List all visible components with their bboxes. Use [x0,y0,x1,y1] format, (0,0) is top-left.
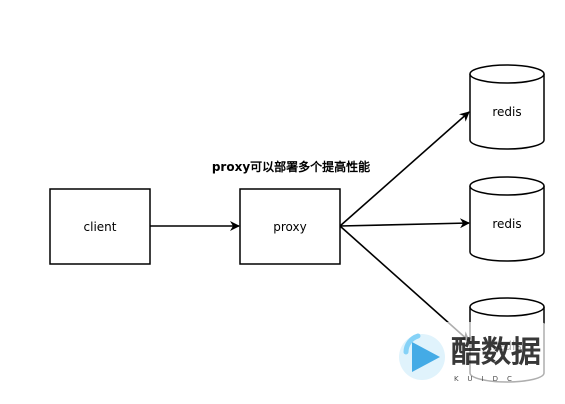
watermark-text: 酷数据 [451,335,541,370]
arrow-proxy-to-redis-3 [339,225,470,342]
proxy-label: proxy [273,220,306,234]
watermark-sub: KUIDC [454,375,521,383]
arrow-proxy-to-redis-1 [339,111,470,227]
redis-label-2: redis [492,217,521,231]
arrow-proxy-to-redis-2 [339,218,470,229]
redis-label-1: redis [492,105,521,119]
proxy-node: proxy [239,188,341,265]
redis-node-1: redis [469,64,545,150]
client-label: client [84,220,117,234]
redis-node-2: redis [469,176,545,262]
watermark: 酷数据 KUIDC [398,322,548,384]
client-node: client [49,188,151,265]
watermark-logo-icon [399,333,445,380]
diagram-caption: proxy可以部署多个提高性能 [212,159,370,174]
